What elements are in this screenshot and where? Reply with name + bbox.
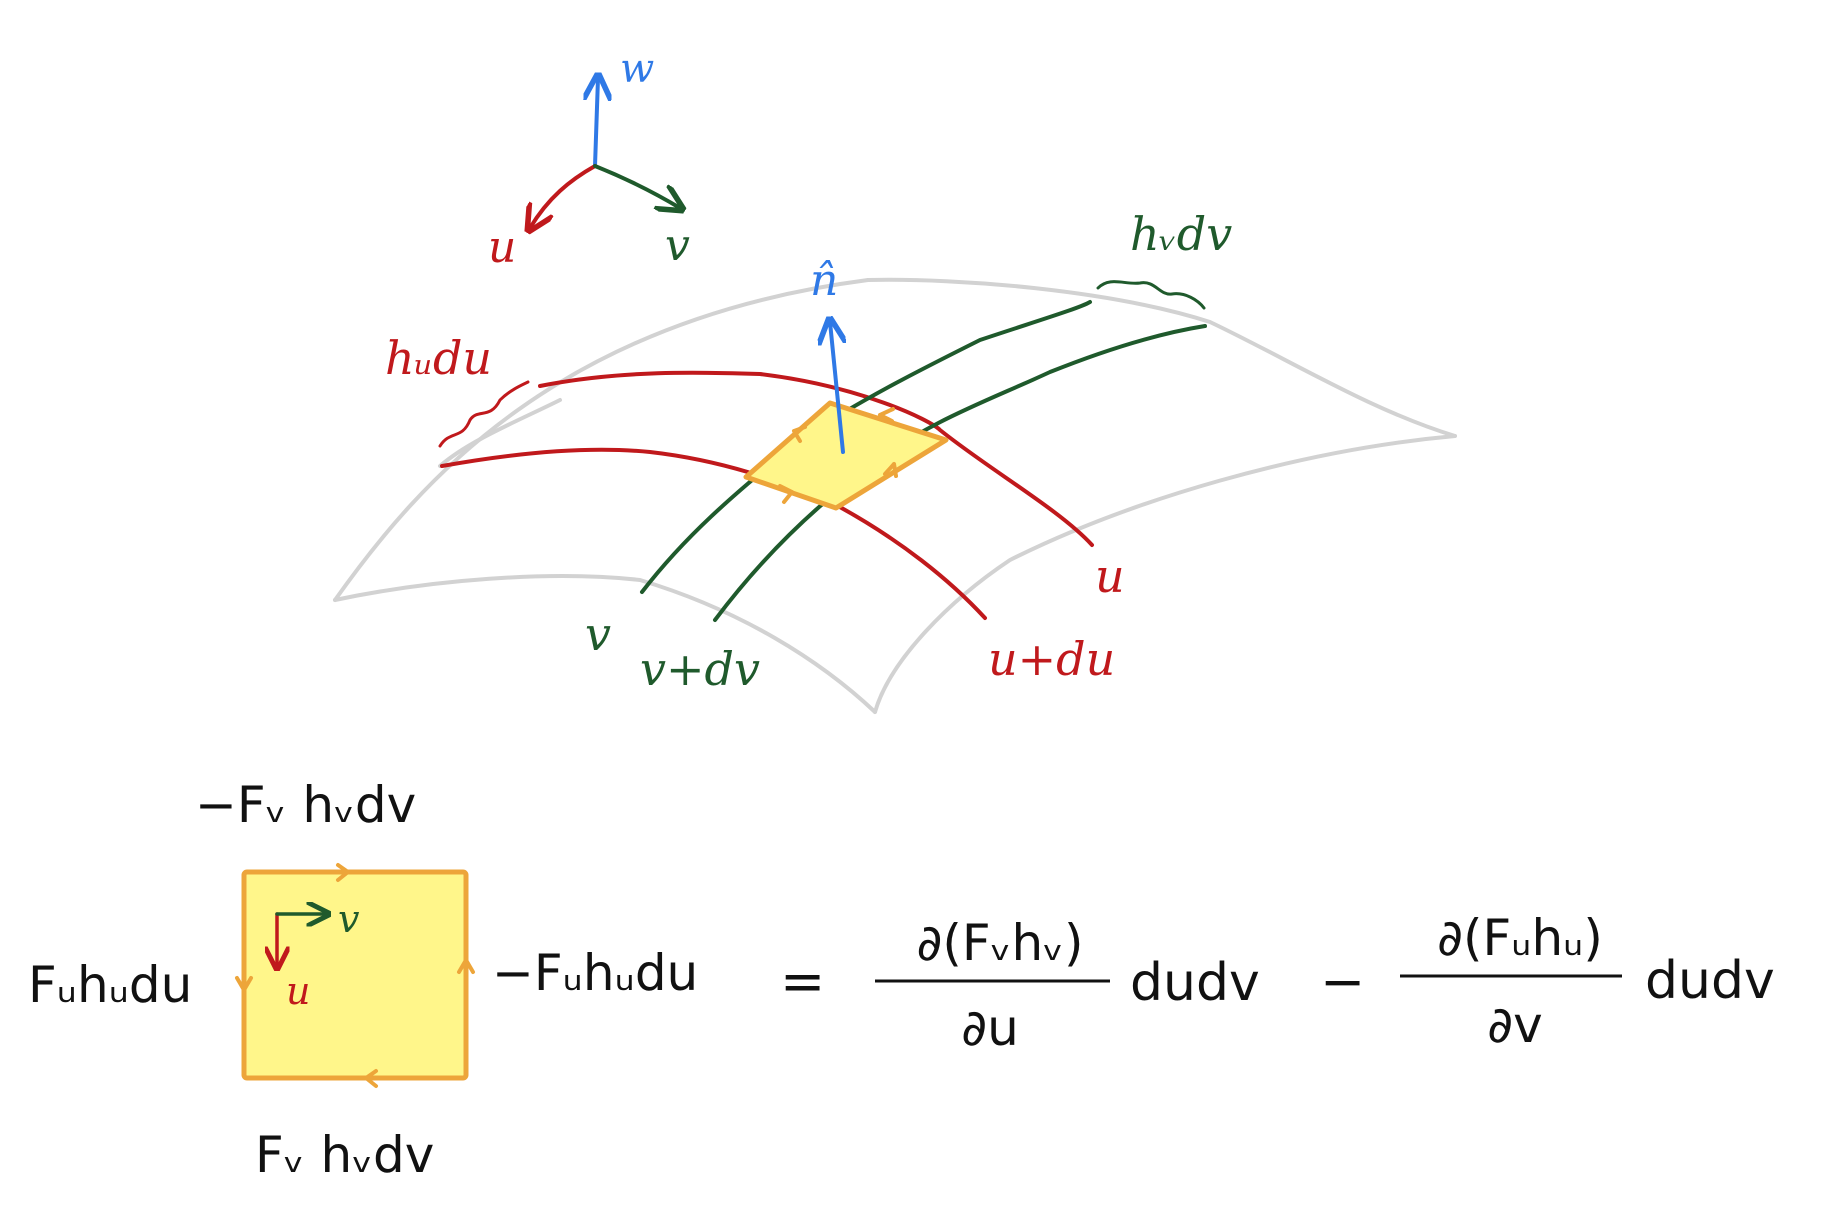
w-axis-label: w bbox=[620, 46, 654, 92]
fraction-1-denominator: ∂u bbox=[961, 999, 1019, 1057]
hv-dv-brace bbox=[1096, 280, 1206, 310]
fraction-2-numerator: ∂(Fᵤhᵤ) bbox=[1437, 909, 1603, 967]
v-curve-label: v bbox=[585, 607, 611, 661]
u-axis-arrow bbox=[530, 164, 597, 228]
term-1-differentials: dudv bbox=[1130, 953, 1260, 1013]
u-axis-label: u bbox=[488, 222, 516, 273]
v-line-v-plus-dv bbox=[713, 324, 1207, 622]
loop-square bbox=[241, 869, 469, 1081]
v-axis-arrow bbox=[593, 164, 680, 208]
u-curve-label: u bbox=[1095, 549, 1125, 603]
fraction-2-denominator: ∂v bbox=[1487, 996, 1542, 1054]
surface-mid-line bbox=[438, 398, 562, 468]
surface-patch bbox=[743, 400, 949, 511]
normal-arrow bbox=[830, 322, 843, 454]
surface-right-edge bbox=[873, 434, 1457, 714]
equation-minus: − bbox=[1320, 950, 1365, 1013]
u-line-u bbox=[538, 370, 1094, 547]
loop-arrows bbox=[235, 863, 475, 1088]
fraction-1-numerator: ∂(Fᵥhᵥ) bbox=[916, 914, 1083, 972]
loop-right-label: −Fᵤhᵤdu bbox=[492, 944, 698, 1002]
surface-outline bbox=[333, 277, 1457, 714]
v-line-v bbox=[640, 300, 1092, 594]
hu-du-label: hᵤdu bbox=[385, 331, 492, 385]
surface-front-edge bbox=[333, 574, 877, 714]
v-plus-dv-label: v+dv bbox=[640, 642, 760, 696]
hu-du-brace bbox=[438, 380, 530, 448]
u-line-u-plus-du bbox=[440, 447, 987, 620]
axis-glyph bbox=[530, 78, 680, 228]
loop-left-label: Fᵤhᵤdu bbox=[28, 956, 192, 1014]
equation-equals: = bbox=[780, 950, 825, 1013]
u-plus-du-label: u+du bbox=[988, 632, 1115, 686]
surface-back-edge bbox=[333, 278, 870, 602]
loop-bottom-label: Fᵥ hᵥdv bbox=[255, 1126, 434, 1184]
v-axis-label: v bbox=[665, 220, 690, 271]
normal-label: n̂ bbox=[810, 255, 838, 306]
loop-inner-v-label: v bbox=[338, 897, 360, 941]
patch-arrows bbox=[778, 407, 898, 504]
loop-inner-axes bbox=[277, 914, 326, 966]
hv-dv-label: hᵥdv bbox=[1130, 207, 1232, 261]
loop-inner-u-label: u bbox=[286, 969, 310, 1013]
term-2-differentials: dudv bbox=[1645, 951, 1775, 1011]
surface-far-edge bbox=[866, 277, 1457, 438]
w-axis-arrow bbox=[595, 78, 598, 168]
loop-top-label: −Fᵥ hᵥdv bbox=[195, 776, 416, 834]
